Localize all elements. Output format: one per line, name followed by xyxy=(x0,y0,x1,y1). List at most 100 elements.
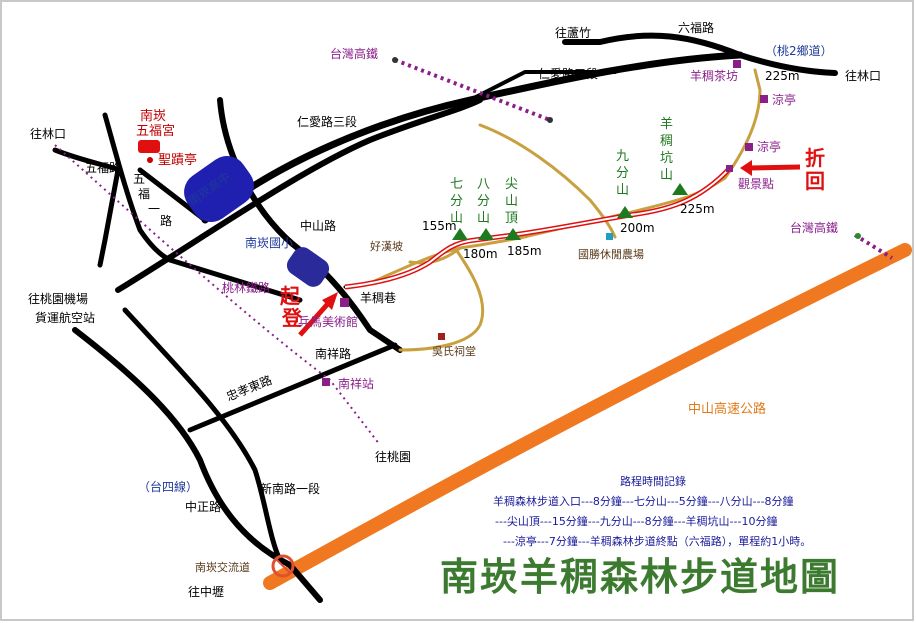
hsr-marker-north xyxy=(392,57,398,63)
peak-jianshanding xyxy=(505,228,521,240)
label-nankan: 南崁 xyxy=(140,108,166,124)
farm-marker xyxy=(606,233,613,240)
trail-inner-loop xyxy=(478,123,617,239)
peak-jiufenshan xyxy=(617,206,633,218)
label-bafenshan-3: 山 xyxy=(477,211,490,226)
label-yck-2: 稠 xyxy=(660,134,673,149)
label-185m: 185m xyxy=(507,244,542,258)
label-renai-lower: 仁愛路三段 xyxy=(297,114,357,129)
turn-arrow-head xyxy=(740,160,752,176)
label-airport-1: 往桃園機場 xyxy=(28,291,88,306)
zhongzheng-road xyxy=(72,327,323,603)
wufu-road-south xyxy=(97,167,121,268)
renai-road-branch xyxy=(468,70,617,102)
hsr-line-east xyxy=(853,233,894,260)
label-wufu-yi-2: 福 xyxy=(138,186,150,201)
label-wufu-yi-1: 五 xyxy=(133,172,145,186)
freeway-line xyxy=(263,243,912,590)
label-wufu-road: 五福路 xyxy=(85,160,121,175)
label-yck-1: 羊 xyxy=(660,116,673,132)
label-tao2: （桃2鄉道） xyxy=(765,43,833,58)
wufu-road-west xyxy=(52,147,123,173)
label-haohan: 好漢坡 xyxy=(370,239,403,253)
shengji-pavilion-marker xyxy=(147,157,153,163)
label-225-top: 225m xyxy=(765,69,800,83)
taolin-railway xyxy=(54,144,381,446)
hsr-marker-north-end xyxy=(547,117,553,123)
label-turn-back-1: 折 xyxy=(805,146,825,170)
peak-markers xyxy=(452,183,688,240)
label-qifenshan-3: 山 xyxy=(450,211,463,226)
renai-road-3-lower xyxy=(115,97,483,293)
label-start-1: 起 xyxy=(279,284,301,308)
label-jianshan-2: 山 xyxy=(505,194,518,209)
label-wang-lin-kou-right: 往林口 xyxy=(845,68,881,83)
label-wufu-yi-4: 路 xyxy=(160,213,172,228)
interchange-cross xyxy=(275,558,291,574)
label-pavilion1: 涼亭 xyxy=(772,92,796,107)
label-airport-2: 貨運航空站 xyxy=(35,310,95,325)
label-freeway: 中山高速公路 xyxy=(688,401,766,417)
trail-haohan xyxy=(408,246,462,265)
road-network xyxy=(52,32,838,603)
label-tea-house: 羊稠茶坊 xyxy=(690,68,738,83)
notes-line-2: ---尖山頂---15分鐘---九分山---8分鐘---羊稠坑山---10分鐘 xyxy=(495,514,777,528)
label-tai4: （台四線） xyxy=(138,479,198,494)
label-xinnan-rd: 新南路一段 xyxy=(260,481,320,496)
observation-marker xyxy=(726,165,733,172)
turn-arrow xyxy=(747,164,801,171)
label-nankan-ic: 南崁交流道 xyxy=(195,560,250,574)
zhongxiao-east-road xyxy=(187,342,398,433)
label-museum: 兵馬美術館 xyxy=(298,314,358,329)
peak-yangchoukeng xyxy=(672,183,688,195)
label-zhongzheng-rd: 中正路 xyxy=(185,499,221,514)
school-road xyxy=(167,257,303,303)
label-wang-zhongli: 往中壢 xyxy=(188,584,224,599)
start-arrow-head xyxy=(322,292,338,310)
label-observation: 觀景點 xyxy=(738,177,774,191)
label-jianshan-3: 頂 xyxy=(505,211,518,226)
label-liufu-road: 六福路 xyxy=(678,20,714,35)
label-155m: 155m xyxy=(422,219,457,233)
label-wu-ancestral: 吳氏祠堂 xyxy=(432,345,476,358)
label-nanxiang-st: 南祥站 xyxy=(338,376,374,391)
label-start-2: 登 xyxy=(281,306,303,330)
route-inner xyxy=(344,167,731,288)
label-jiufen-1: 九 xyxy=(616,149,629,164)
notes-line-1: 羊稠森林步道入口---8分鐘---七分山---5分鐘---八分山---8分鐘 xyxy=(493,494,794,508)
label-hsr-top: 台灣高鐵 xyxy=(330,46,378,61)
liufu-road xyxy=(562,32,838,76)
pavilion2-marker xyxy=(745,143,753,151)
label-zhongshan-rd: 中山路 xyxy=(300,218,336,233)
label-qifenshan-1: 七 xyxy=(450,177,463,192)
label-yangchou-alley: 羊稠巷 xyxy=(360,290,396,305)
peak-bafenshan xyxy=(478,228,494,240)
tea-house-marker xyxy=(733,60,741,68)
poi-markers xyxy=(322,60,768,386)
label-wufu-yi-3: 一 xyxy=(148,202,160,216)
map-title: 南崁羊稠森林步道地圖 xyxy=(440,554,840,599)
label-qifenshan-2: 分 xyxy=(450,194,463,209)
label-hsr-right: 台灣高鐵 xyxy=(790,220,838,235)
nankan-high-school-marker xyxy=(184,156,254,222)
label-shengji: 聖蹟亭 xyxy=(158,152,197,168)
label-taolin-rail: 桃林鐵路 xyxy=(222,280,270,295)
label-180m: 180m xyxy=(463,247,498,261)
label-wang-taoyuan: 往桃園 xyxy=(375,449,411,464)
trail-south-branch xyxy=(398,246,485,352)
wufu-road xyxy=(102,112,173,263)
museum-marker xyxy=(340,298,349,307)
label-nanxiang-rd: 南祥路 xyxy=(315,346,351,361)
label-pavilion2: 涼亭 xyxy=(757,139,781,154)
label-225-mid: 225m xyxy=(680,202,715,216)
label-bafenshan-1: 八 xyxy=(477,177,490,192)
nanxiang-station-marker xyxy=(322,378,330,386)
label-200m: 200m xyxy=(620,221,655,235)
label-turn-back-2: 回 xyxy=(805,169,825,193)
notes-line-3: ---涼亭---7分鐘---羊稠森林步道終點（六福路），單程約1小時。 xyxy=(503,534,811,548)
interchange-marker xyxy=(271,554,295,578)
peak-qifenshan xyxy=(452,228,468,240)
label-jianshan-1: 尖 xyxy=(505,177,518,192)
